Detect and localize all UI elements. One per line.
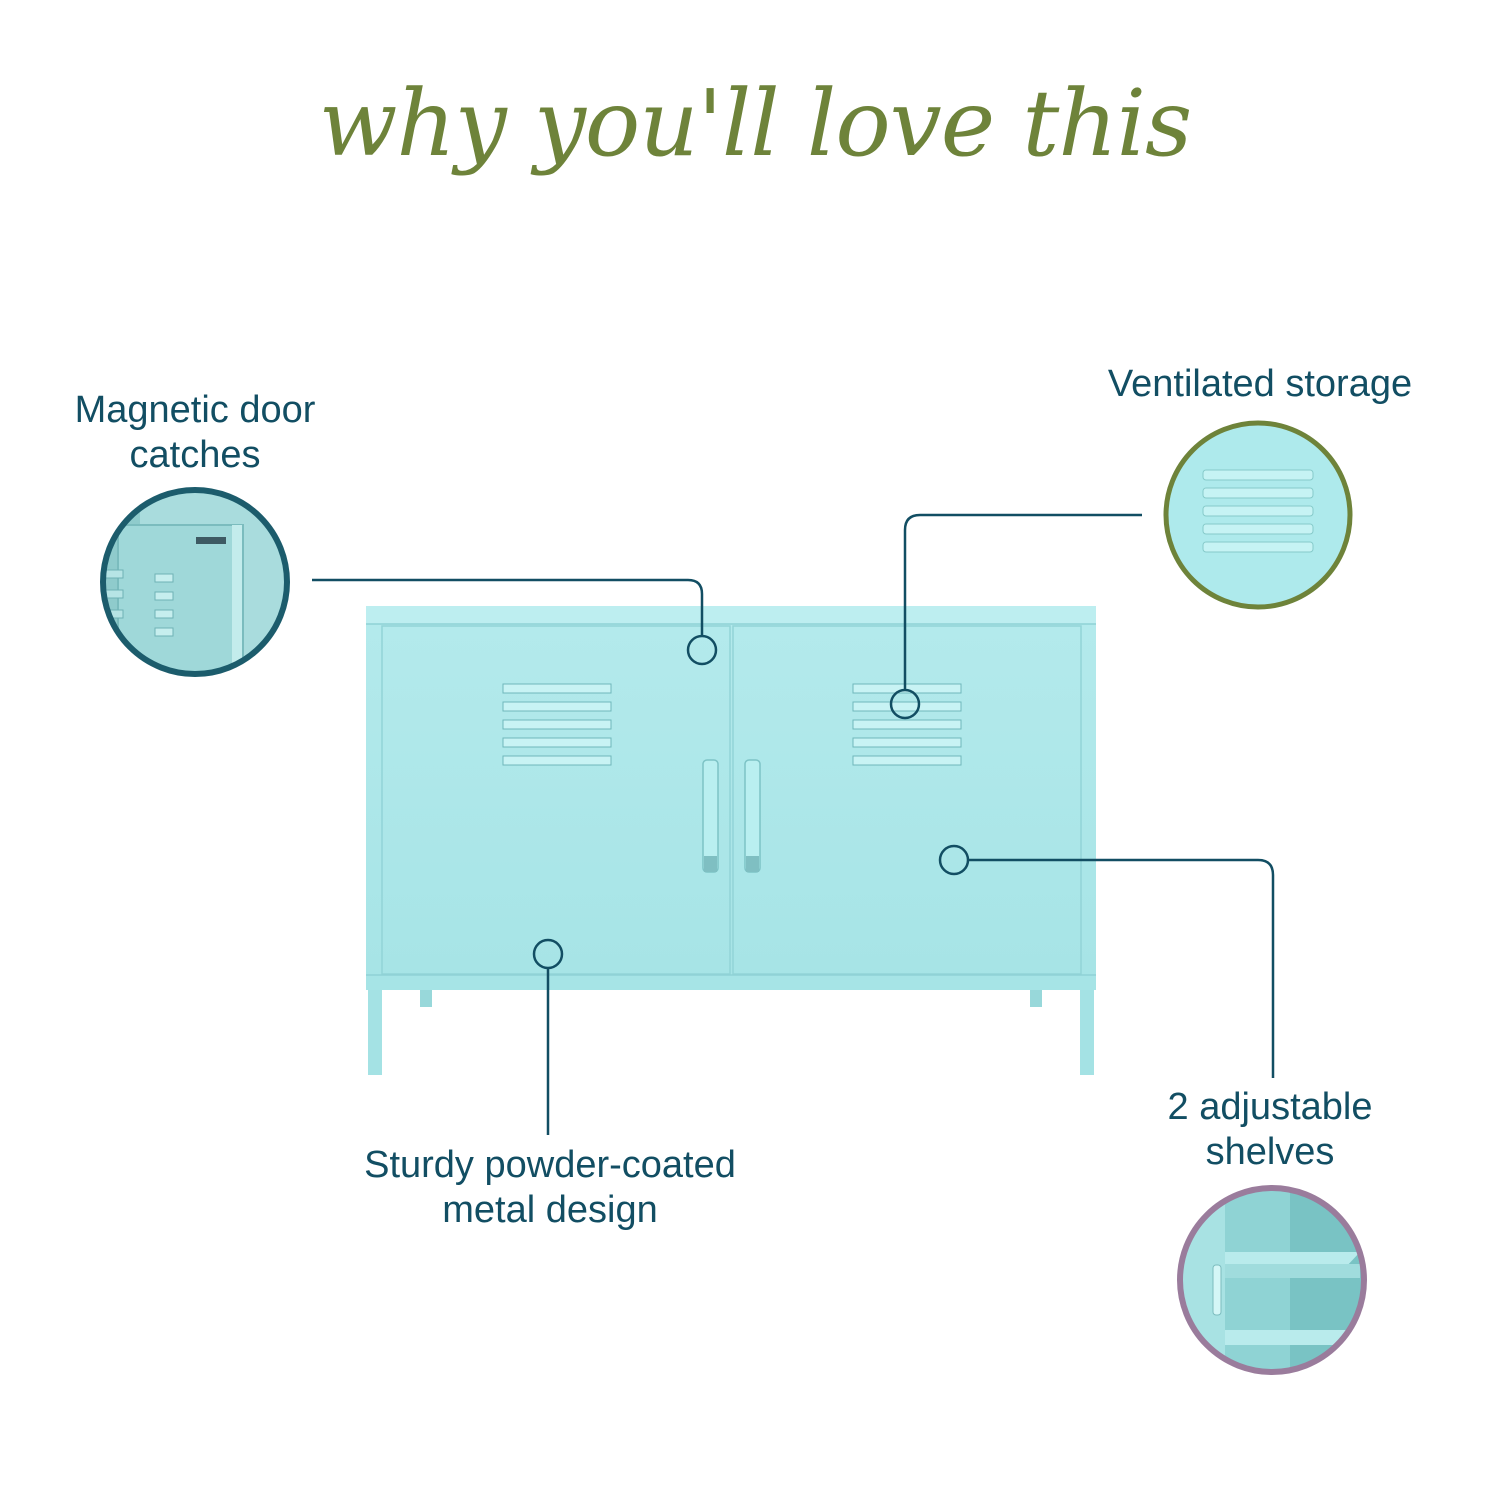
cabinet-door-right <box>732 625 1082 975</box>
feature-label-metal-design: Sturdy powder-coated metal design <box>300 1143 800 1233</box>
door-catch-detail-icon <box>100 487 290 677</box>
feature-label-line: catches <box>129 434 261 476</box>
feature-label-adjustable-shelves: 2 adjustable shelves <box>1120 1085 1420 1175</box>
door-handle-left <box>702 759 719 873</box>
headline: why you'll love this <box>318 70 1193 177</box>
feature-label-line: metal design <box>442 1189 658 1231</box>
callout-dot-magnetic <box>686 634 718 666</box>
feature-label-line: Magnetic door <box>74 389 316 431</box>
callout-lines <box>312 513 1275 1135</box>
door-handle-right <box>744 759 761 873</box>
cabinet-leg <box>420 985 432 1007</box>
cabinet-leg <box>1080 985 1094 1075</box>
feature-label-ventilated-storage: Ventilated storage <box>1070 362 1450 407</box>
feature-label-line: 2 adjustable <box>1167 1086 1373 1128</box>
vent-detail-icon <box>1163 420 1353 610</box>
callout-line-magnetic <box>312 578 704 635</box>
callout-line-shelves <box>968 858 1275 1078</box>
cabinet-body <box>366 606 1096 990</box>
feature-label-line: Sturdy powder-coated <box>364 1144 736 1186</box>
cabinet-leg <box>1030 985 1042 1007</box>
feature-label-line: Ventilated storage <box>1107 363 1413 405</box>
callout-dot-ventilated <box>889 688 921 720</box>
cabinet-top <box>366 606 1096 624</box>
vent-right <box>852 683 962 766</box>
callout-line-ventilated <box>903 513 1142 690</box>
cabinet <box>366 606 1096 1075</box>
cabinet-leg <box>368 985 382 1075</box>
cabinet-door-left <box>381 625 731 975</box>
vent-left <box>502 683 612 766</box>
callout-dot-metal <box>532 938 564 970</box>
callout-dot-shelves <box>938 844 970 876</box>
feature-label-line: shelves <box>1205 1131 1335 1173</box>
shelf-detail-icon <box>1177 1185 1367 1375</box>
feature-label-magnetic-door-catches: Magnetic door catches <box>40 388 350 478</box>
